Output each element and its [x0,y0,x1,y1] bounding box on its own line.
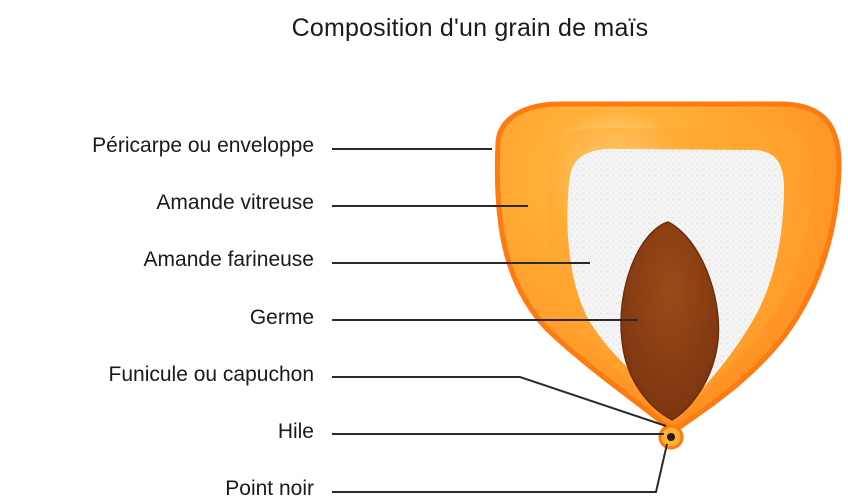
leader-line-black-layer [332,444,667,492]
black-layer-dot [667,433,675,441]
